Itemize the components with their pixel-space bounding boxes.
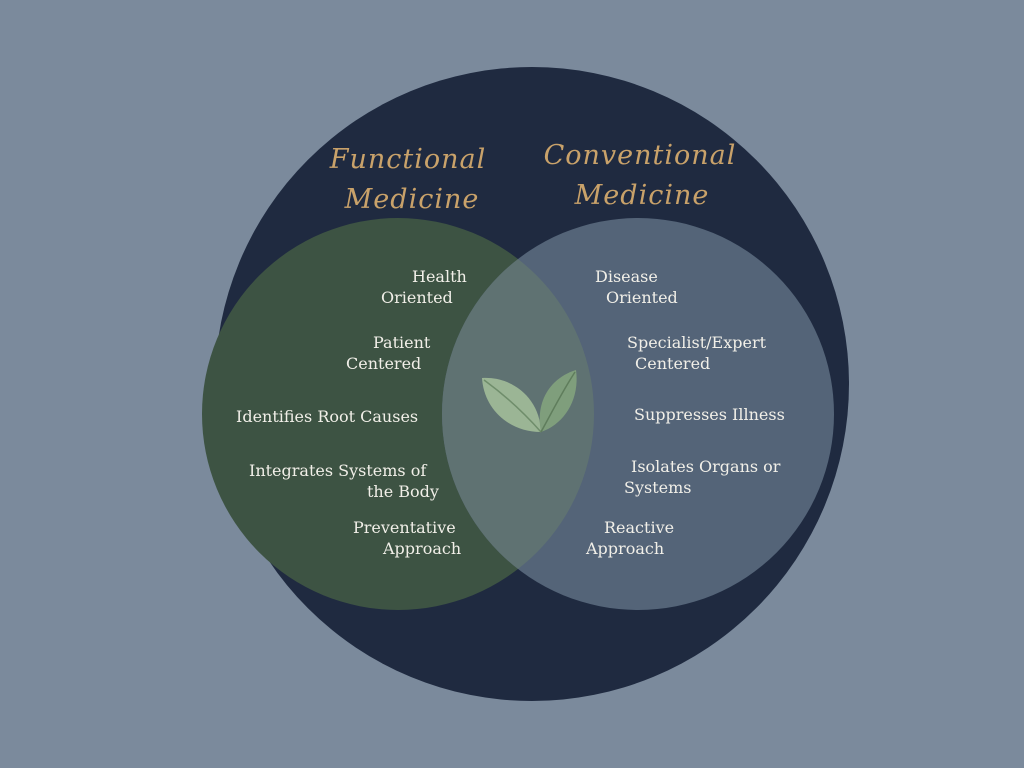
functional-items: Health Oriented Patient Centered Identif… bbox=[236, 267, 467, 558]
functional-item-root-causes: Identifies Root Causes bbox=[236, 407, 418, 426]
functional-item-health-oriented: Health Oriented bbox=[381, 267, 467, 307]
conventional-medicine-heading: Conventional Medicine bbox=[544, 140, 737, 211]
list-item-line: Identifies Root Causes bbox=[236, 407, 418, 426]
list-item-line: Specialist/Expert bbox=[627, 333, 767, 352]
functional-item-preventative-approach: Preventative Approach bbox=[353, 518, 461, 558]
conventional-item-reactive-approach: Reactive Approach bbox=[585, 518, 674, 558]
conventional-items: Disease Oriented Specialist/Expert Cente… bbox=[585, 267, 785, 558]
list-item-line: Centered bbox=[346, 354, 421, 373]
list-item-line: Isolates Organs or bbox=[631, 457, 781, 476]
list-item-line: Oriented bbox=[381, 288, 453, 307]
list-item-line: Centered bbox=[635, 354, 710, 373]
list-item-line: Approach bbox=[382, 539, 461, 558]
conventional-item-specialist-centered: Specialist/Expert Centered bbox=[627, 333, 767, 373]
list-item-line: Disease bbox=[595, 267, 658, 286]
list-item-line: Approach bbox=[585, 539, 664, 558]
leaf-icon bbox=[482, 370, 577, 433]
overlap-region bbox=[442, 218, 594, 610]
list-item-line: Health bbox=[412, 267, 467, 286]
list-item-line: Suppresses Illness bbox=[634, 405, 785, 424]
list-item-line: the Body bbox=[367, 482, 439, 501]
conventional-heading-line2: Medicine bbox=[574, 180, 710, 211]
conventional-heading-line1: Conventional bbox=[544, 140, 737, 171]
functional-item-patient-centered: Patient Centered bbox=[346, 333, 431, 373]
list-item-line: Systems bbox=[624, 478, 692, 497]
list-item-line: Patient bbox=[373, 333, 431, 352]
functional-heading-line2: Medicine bbox=[344, 184, 480, 215]
list-item-line: Reactive bbox=[604, 518, 674, 537]
list-item-line: Oriented bbox=[606, 288, 678, 307]
conventional-item-disease-oriented: Disease Oriented bbox=[595, 267, 678, 307]
list-item-line: Preventative bbox=[353, 518, 456, 537]
conventional-item-suppresses-illness: Suppresses Illness bbox=[634, 405, 785, 424]
functional-medicine-heading: Functional Medicine bbox=[329, 144, 487, 215]
conventional-item-isolates-organs: Isolates Organs or Systems bbox=[624, 457, 781, 497]
list-item-line: Integrates Systems of bbox=[249, 461, 427, 480]
functional-item-integrates-systems: Integrates Systems of the Body bbox=[249, 461, 439, 501]
functional-heading-line1: Functional bbox=[329, 144, 487, 175]
